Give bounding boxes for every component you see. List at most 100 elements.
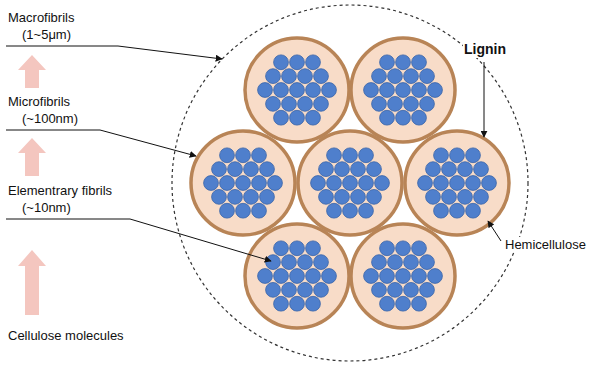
elementary-fibril: [380, 55, 395, 70]
leader-line: [488, 221, 501, 241]
elementary-fibril: [274, 110, 289, 125]
elementary-fibril: [252, 203, 267, 218]
elementary-fibril: [359, 148, 374, 163]
elementary-fibril: [314, 282, 329, 297]
elementary-fibril: [212, 189, 227, 204]
elementary-fibril: [466, 148, 481, 163]
elementary-fibril: [343, 176, 358, 191]
elementary-fibril: [252, 148, 267, 163]
elementary-fibril: [420, 69, 435, 84]
level-label: Macrofibrils: [7, 10, 75, 25]
elementary-fibril: [258, 269, 273, 284]
elementary-fibril: [266, 282, 281, 297]
elementary-fibril: [311, 176, 326, 191]
elementary-fibril: [418, 176, 433, 191]
elementary-fibril: [274, 269, 289, 284]
component-label: Hemicellulose: [504, 237, 587, 252]
size-label: (~10nm): [21, 200, 72, 215]
elementary-fibril: [212, 162, 227, 177]
elementary-fibril: [388, 96, 403, 111]
elementary-fibril: [412, 55, 427, 70]
elementary-fibril: [458, 189, 473, 204]
elementary-fibril: [428, 83, 443, 98]
elementary-fibril: [367, 162, 382, 177]
elementary-fibril: [290, 110, 305, 125]
elementary-fibril: [306, 296, 321, 311]
macrofibril-outline: [172, 5, 528, 361]
elementary-fibril: [260, 162, 275, 177]
elementary-fibril: [274, 296, 289, 311]
elementary-fibril: [450, 176, 465, 191]
elementary-fibril: [380, 110, 395, 125]
up-arrow: [18, 55, 46, 88]
elementary-fibril: [306, 241, 321, 256]
elementary-fibril: [306, 55, 321, 70]
elementary-fibril: [236, 203, 251, 218]
elementary-fibril: [306, 83, 321, 98]
elementary-fibril: [404, 69, 419, 84]
elementary-fibril: [450, 203, 465, 218]
elementary-fibril: [306, 269, 321, 284]
microfibril: [245, 38, 349, 142]
elementary-fibril: [327, 176, 342, 191]
level-label: Microfibrils: [7, 94, 71, 109]
elementary-fibril: [466, 176, 481, 191]
elementary-fibril: [335, 162, 350, 177]
elementary-fibril: [380, 269, 395, 284]
elementary-fibril: [220, 176, 235, 191]
elementary-fibril: [380, 241, 395, 256]
elementary-fibril: [258, 83, 273, 98]
elementary-fibril: [458, 162, 473, 177]
elementary-fibril: [244, 162, 259, 177]
elementary-fibril: [290, 241, 305, 256]
elementary-fibril: [290, 296, 305, 311]
elementary-fibril: [364, 83, 379, 98]
elementary-fibril: [396, 110, 411, 125]
elementary-fibril: [372, 69, 387, 84]
level-label: Cellulose molecules: [7, 328, 125, 343]
elementary-fibril: [343, 148, 358, 163]
elementary-fibril: [420, 96, 435, 111]
size-label: (~100nm): [21, 111, 79, 126]
elementary-fibril: [388, 282, 403, 297]
elementary-fibril: [228, 162, 243, 177]
elementary-fibril: [351, 162, 366, 177]
microfibril: [245, 224, 349, 328]
elementary-fibril: [268, 176, 283, 191]
level-label: Elementrary fibrils: [7, 183, 113, 198]
elementary-fibril: [266, 255, 281, 270]
leader-line: [6, 46, 222, 59]
leader-line: [6, 130, 196, 156]
elementary-fibril: [244, 189, 259, 204]
elementary-fibril: [298, 282, 313, 297]
elementary-fibril: [266, 69, 281, 84]
elementary-fibril: [396, 296, 411, 311]
size-label: (1~5μm): [21, 27, 72, 42]
elementary-fibril: [450, 148, 465, 163]
elementary-fibril: [426, 189, 441, 204]
leader-line: [6, 219, 271, 261]
up-arrow: [18, 250, 46, 315]
elementary-fibril: [412, 110, 427, 125]
elementary-fibril: [351, 189, 366, 204]
elementary-fibril: [396, 241, 411, 256]
elementary-fibril: [282, 282, 297, 297]
elementary-fibril: [282, 255, 297, 270]
elementary-fibril: [327, 203, 342, 218]
elementary-fibril: [412, 269, 427, 284]
elementary-fibril: [314, 96, 329, 111]
elementary-fibril: [236, 176, 251, 191]
elementary-fibril: [298, 255, 313, 270]
elementary-fibril: [335, 189, 350, 204]
microfibril: [351, 38, 455, 142]
elementary-fibril: [380, 83, 395, 98]
elementary-fibril: [359, 176, 374, 191]
elementary-fibril: [396, 83, 411, 98]
elementary-fibril: [290, 269, 305, 284]
elementary-fibril: [364, 269, 379, 284]
elementary-fibril: [204, 176, 219, 191]
elementary-fibril: [343, 203, 358, 218]
elementary-fibril: [298, 96, 313, 111]
elementary-fibril: [375, 176, 390, 191]
up-arrow: [18, 138, 46, 176]
